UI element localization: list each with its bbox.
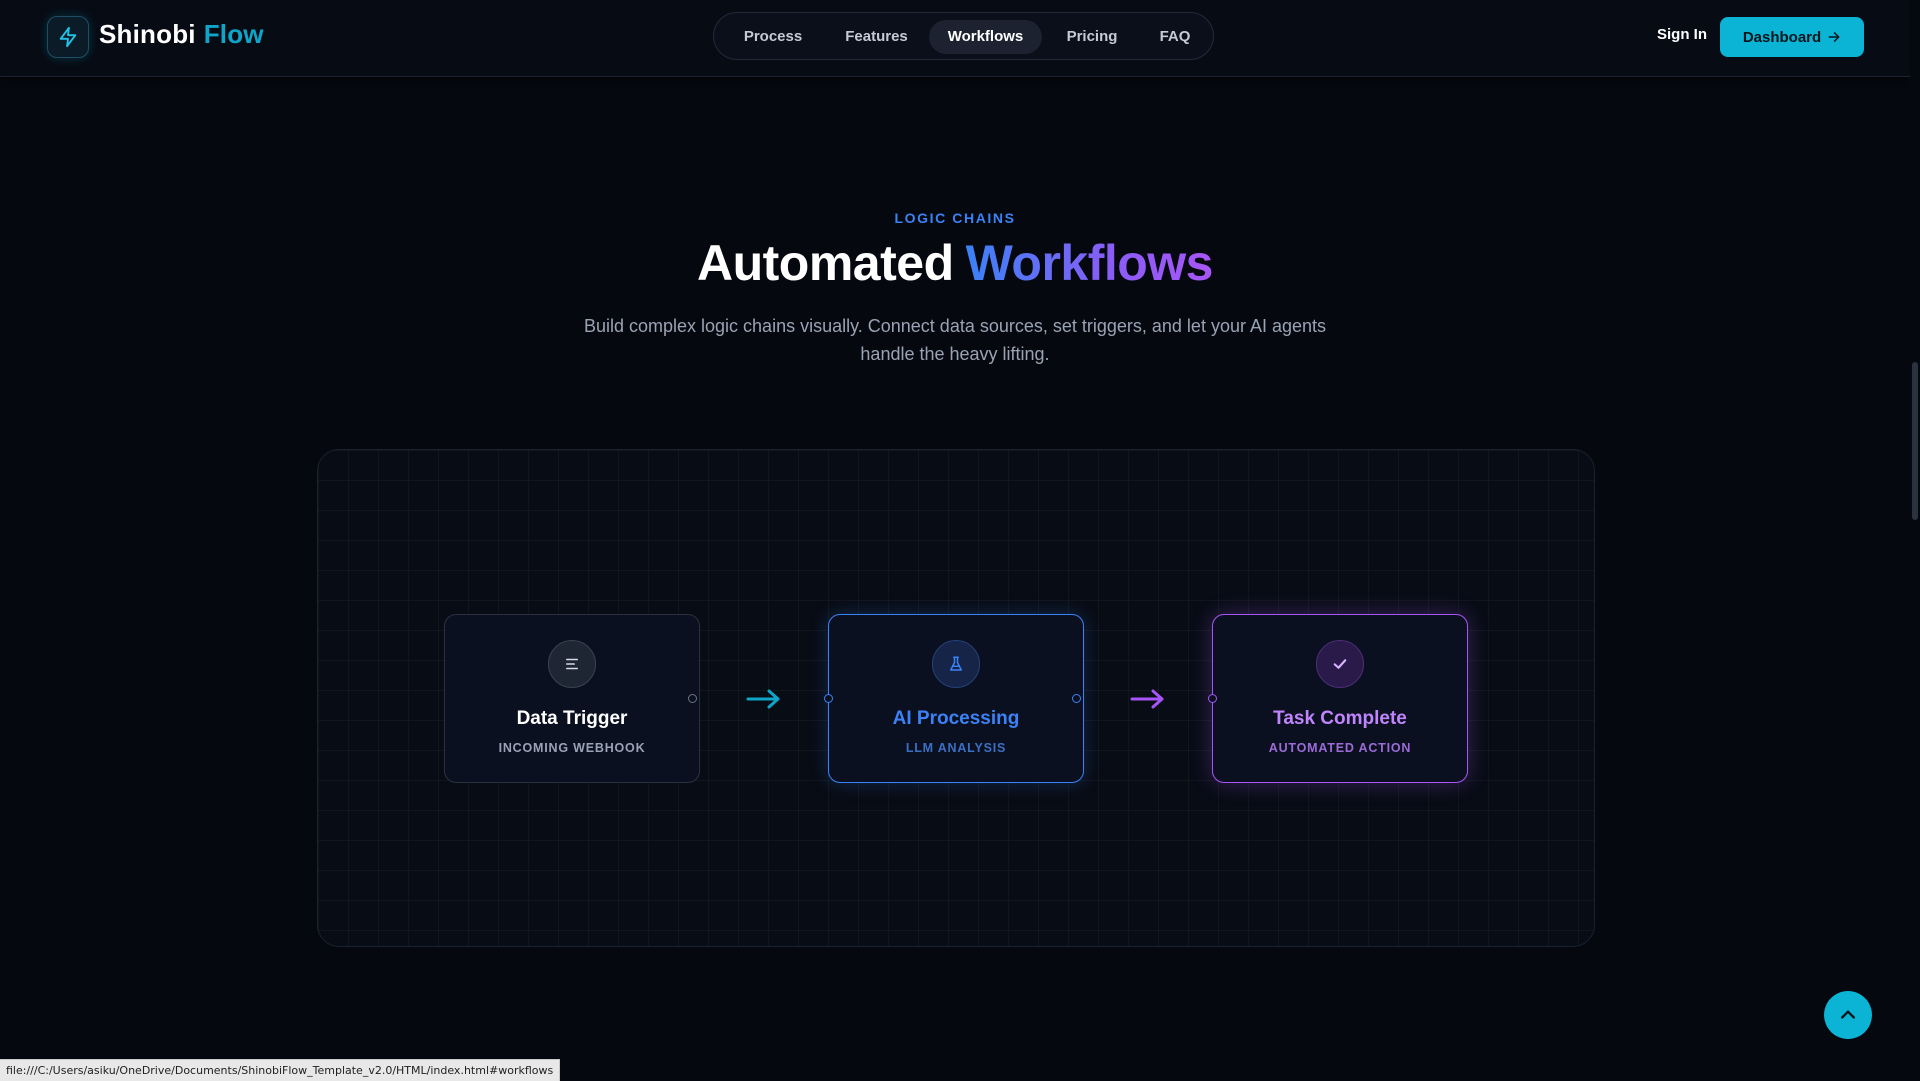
align-left-icon <box>566 658 578 670</box>
brand-word-2: Flow <box>203 19 264 49</box>
output-port[interactable] <box>1072 694 1081 703</box>
input-port[interactable] <box>1208 694 1217 703</box>
node-subtitle: LLM ANALYSIS <box>905 741 1007 755</box>
arrow-right-icon <box>1828 32 1840 42</box>
workflow-node-task-complete[interactable]: Task Complete AUTOMATED ACTION <box>1212 614 1468 783</box>
node-icon-badge <box>548 640 596 688</box>
chevron-up-icon <box>1841 1010 1855 1019</box>
browser-status-bar: file:///C:/Users/asiku/OneDrive/Document… <box>0 1059 561 1081</box>
scroll-to-top-button[interactable] <box>1824 991 1872 1039</box>
connector-arrow-icon <box>746 689 780 709</box>
lightning-bolt-icon <box>59 26 77 48</box>
section-title-part-2: Workflows <box>965 235 1214 291</box>
node-subtitle: AUTOMATED ACTION <box>1268 741 1412 755</box>
brand-word-1: Shinobi <box>99 19 196 49</box>
node-icon-badge <box>932 640 980 688</box>
nav-item-process[interactable]: Process <box>743 28 803 45</box>
flask-icon <box>950 656 962 671</box>
main-nav: Process Features Workflows Pricing FAQ <box>713 12 1214 60</box>
page-scrollbar-thumb[interactable] <box>1912 362 1918 520</box>
logo-badge[interactable] <box>47 16 89 58</box>
nav-item-features[interactable]: Features <box>845 28 908 45</box>
section-eyebrow: LOGIC CHAINS <box>894 210 1016 226</box>
nav-item-pricing[interactable]: Pricing <box>1066 28 1118 45</box>
node-icon-badge <box>1316 640 1364 688</box>
input-port[interactable] <box>824 694 833 703</box>
node-title: Task Complete <box>1273 708 1407 729</box>
workflow-node-ai-processing[interactable]: AI Processing LLM ANALYSIS <box>828 614 1084 783</box>
node-title: AI Processing <box>892 708 1020 729</box>
nav-item-faq[interactable]: FAQ <box>1159 28 1191 45</box>
node-title: Data Trigger <box>516 708 628 729</box>
nav-item-workflows[interactable]: Workflows <box>929 20 1042 54</box>
dashboard-button-label: Dashboard <box>1742 28 1822 46</box>
workflow-node-data-trigger[interactable]: Data Trigger INCOMING WEBHOOK <box>444 614 700 783</box>
section-title-part-1: Automated <box>697 235 954 291</box>
dashboard-button[interactable]: Dashboard <box>1720 17 1864 57</box>
node-subtitle: INCOMING WEBHOOK <box>498 741 646 755</box>
section-subtitle: Build complex logic chains visually. Con… <box>583 316 1327 364</box>
output-port[interactable] <box>688 694 697 703</box>
check-icon <box>1333 659 1347 669</box>
connector-arrow-icon <box>1130 689 1164 709</box>
sign-in-link[interactable]: Sign In <box>1657 26 1707 43</box>
page-scrollbar[interactable] <box>1910 0 1920 1080</box>
